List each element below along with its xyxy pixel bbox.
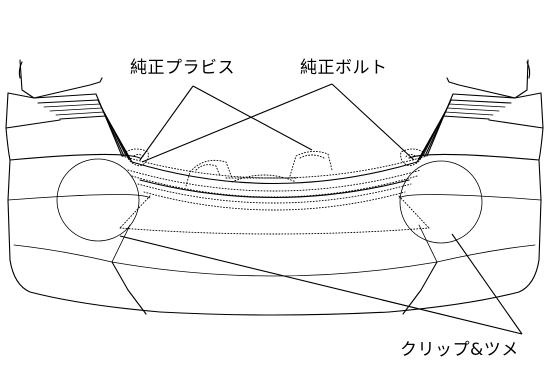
bolt-leader-left (141, 83, 333, 163)
plavis-leader-right (192, 85, 313, 151)
right-headlight (416, 59, 544, 163)
hidden-mounting (119, 148, 430, 235)
bumper-lower (7, 199, 542, 316)
clip-circles (56, 158, 483, 244)
leader-lines (119, 83, 523, 335)
clip-leader-left (119, 235, 523, 335)
clip-and-claw-label: クリップ&ツメ (400, 340, 519, 360)
clip-leader-right (451, 233, 523, 335)
genuine-plavis-label: 純正プラビス (130, 58, 235, 78)
genuine-bolt-label: 純正ボルト (300, 58, 388, 78)
left-headlight (5, 59, 133, 163)
right-clip-circle (399, 160, 483, 244)
left-clip-circle (56, 158, 140, 242)
bolt-leader-right (331, 83, 415, 161)
plavis-leader-left (139, 85, 194, 161)
bumper-upper (5, 127, 544, 201)
